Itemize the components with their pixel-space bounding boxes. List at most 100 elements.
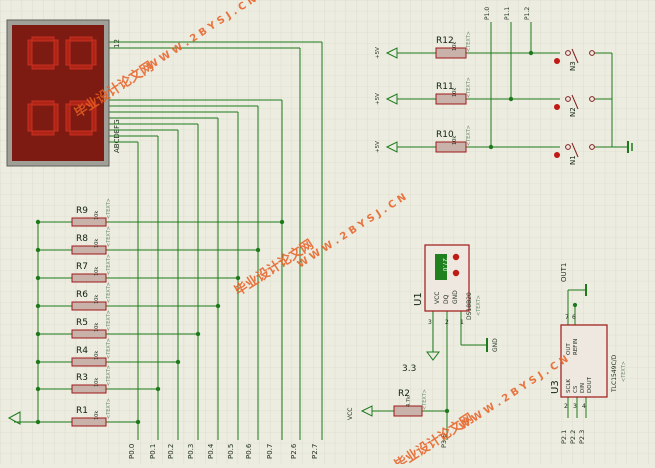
junction-dot bbox=[35, 359, 41, 365]
switch-contact bbox=[589, 50, 595, 56]
switch-label-n3: N3 bbox=[569, 61, 577, 71]
resistor-text-placeholder: <TEXT> bbox=[106, 282, 112, 303]
switch-lever bbox=[571, 94, 579, 110]
resistor-ref-r8: R8 bbox=[76, 234, 88, 244]
port-label-p0-5: P0.5 bbox=[227, 444, 235, 459]
port-label-p2-6: P2.6 bbox=[290, 443, 298, 459]
out1-label: OUT1 bbox=[560, 263, 568, 282]
ds18b20-supply-arrow bbox=[426, 351, 440, 361]
tlc1549-adc: U3 TLC1549C/D <TEXT> SCLK CS DIN DOUT OU… bbox=[550, 263, 627, 444]
r2-ref: R2 bbox=[398, 389, 410, 399]
resistor-ref-r3: R3 bbox=[76, 373, 88, 383]
resistor-ref-r6: R6 bbox=[76, 290, 88, 300]
resistor-text-placeholder: <TEXT> bbox=[106, 310, 112, 331]
resistor-r9 bbox=[71, 217, 107, 227]
switch-dot bbox=[554, 104, 560, 110]
port-label-p0-7: P0.7 bbox=[266, 444, 274, 459]
resistor-text-placeholder: <TEXT> bbox=[466, 77, 472, 98]
tlc-pin-cs: CS bbox=[573, 385, 579, 393]
tlc-pin-num-4: 4 bbox=[582, 403, 586, 410]
resistor-r1 bbox=[71, 417, 107, 427]
resistor-r12 bbox=[435, 47, 467, 59]
resistor-r2 bbox=[393, 405, 423, 417]
ds18b20-pin-vcc: VCC bbox=[434, 292, 441, 304]
supply-label: +5V bbox=[375, 47, 381, 59]
resistor-ref-r5: R5 bbox=[76, 318, 88, 328]
tlc-text-placeholder: <TEXT> bbox=[621, 361, 627, 382]
resistor-text-placeholder: <TEXT> bbox=[106, 365, 112, 386]
resistor-ref-r9: R9 bbox=[76, 206, 88, 216]
ds18b20-pin-num-2: 2 bbox=[445, 319, 449, 326]
ground-arrow bbox=[7, 411, 21, 425]
resistor-text-placeholder: <TEXT> bbox=[466, 31, 472, 52]
resistor-ref-r11: R11 bbox=[436, 82, 454, 92]
r2-text-placeholder: <TEXT> bbox=[422, 389, 428, 410]
port-label-p3-6: P3.6 bbox=[440, 434, 448, 448]
ds18b20-sensor: 27.0 DS18B20 <TEXT> U1 VCC DQ GND 3 2 1 … bbox=[413, 244, 499, 352]
resistor-text-placeholder: <TEXT> bbox=[106, 398, 112, 419]
tlc-pin-num-7: 7 bbox=[565, 314, 569, 321]
resistor-r10 bbox=[435, 141, 467, 153]
junction-dot bbox=[35, 275, 41, 281]
junction-dot bbox=[235, 275, 241, 281]
switch-dot bbox=[554, 58, 560, 64]
switch-contact bbox=[589, 96, 595, 102]
supply-label: +5V bbox=[375, 141, 381, 153]
ds18b20-text-placeholder: <TEXT> bbox=[476, 295, 482, 316]
tlc-ref: U3 bbox=[550, 380, 561, 394]
junction-dot bbox=[508, 96, 514, 102]
junction-dot bbox=[35, 331, 41, 337]
junction-dot bbox=[175, 359, 181, 365]
tlc-pin-dout: DOUT bbox=[587, 376, 593, 393]
tlc-pin-din: DIN bbox=[580, 383, 586, 393]
ds18b20-reading: 27.0 bbox=[441, 258, 448, 272]
junction-dot bbox=[35, 386, 41, 392]
resistor-r8 bbox=[71, 245, 107, 255]
switch-contact bbox=[565, 144, 571, 150]
switch-label-n2: N2 bbox=[569, 107, 577, 117]
junction-dot bbox=[279, 219, 285, 225]
port-label-p2-2: P2.2 bbox=[569, 430, 577, 444]
resistor-text-placeholder: <TEXT> bbox=[106, 338, 112, 359]
ds18b20-pin-num-1: 1 bbox=[460, 319, 464, 326]
resistor-value: 10k bbox=[452, 136, 458, 145]
switch-contact bbox=[565, 96, 571, 102]
resistor-value: 10k bbox=[94, 411, 100, 420]
resistor-r5 bbox=[71, 329, 107, 339]
tlc-pin-sclk: SCLK bbox=[566, 379, 572, 393]
component-group bbox=[71, 47, 595, 427]
port-label-p2-7: P2.7 bbox=[311, 444, 319, 459]
resistor-ref-r1: R1 bbox=[76, 406, 88, 416]
ds18b20-ref: U1 bbox=[413, 292, 424, 306]
port-label-p2-3: P2.3 bbox=[578, 430, 586, 444]
resistor-value: 10k bbox=[452, 42, 458, 51]
resistor-ref-r4: R4 bbox=[76, 346, 88, 356]
port-label-p1-1: P1.1 bbox=[504, 7, 511, 20]
resistor-ref-r7: R7 bbox=[76, 262, 88, 272]
junction-dot bbox=[488, 144, 494, 150]
resistor-r4 bbox=[71, 357, 107, 367]
resistor-text-placeholder: <TEXT> bbox=[106, 198, 112, 219]
port-label-p0-4: P0.4 bbox=[207, 443, 215, 459]
resistor-value: 10k bbox=[452, 88, 458, 97]
resistor-ref-r12: R12 bbox=[436, 36, 454, 46]
resistor-value: 10k bbox=[94, 351, 100, 360]
port-label-p0-0: P0.0 bbox=[128, 444, 136, 459]
vcc-label: VCC bbox=[347, 408, 354, 420]
junction-dot bbox=[35, 303, 41, 309]
label-group: R9 10k <TEXT> R8 10k <TEXT> R7 10k <TEXT> R6 10k <T… bbox=[76, 7, 577, 459]
ds18b20-part-label: DS18B20 bbox=[466, 292, 473, 320]
port-label-p1-2: P1.2 bbox=[524, 7, 531, 20]
gnd-label: GND bbox=[492, 338, 499, 352]
port-label-p1-0: P1.0 bbox=[484, 7, 491, 20]
switch-lever bbox=[571, 142, 579, 158]
tlc-pin-num-2: 2 bbox=[564, 403, 568, 410]
tlc-part-label: TLC1549C/D bbox=[611, 354, 618, 393]
switch-label-n1: N1 bbox=[569, 155, 577, 165]
junction-dot bbox=[444, 408, 450, 414]
display-pin-label-12: 12 bbox=[113, 39, 121, 48]
tlc-pin-refin: REFIN bbox=[573, 339, 579, 355]
resistor-value: 10k bbox=[94, 211, 100, 220]
port-label-p2-1: P2.1 bbox=[560, 430, 568, 444]
